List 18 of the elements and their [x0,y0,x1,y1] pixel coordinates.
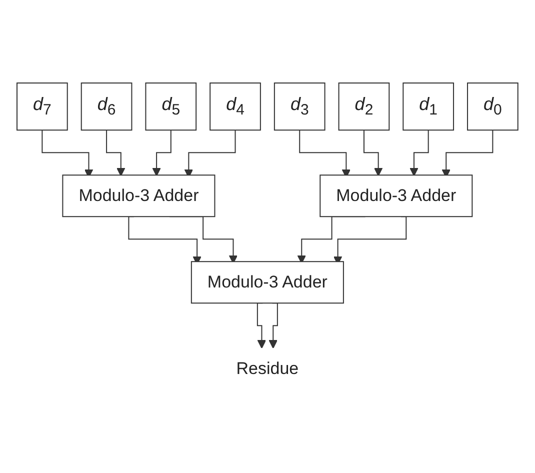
node-box: d$_{5}$ [145,82,197,131]
node-box: d$_{0}$ [467,82,518,131]
node-box: Modulo-3 Adder [190,261,344,304]
arrow [268,302,278,349]
node-box: Modulo-3 Adder [320,174,473,218]
arrow [106,130,126,176]
arrow [152,130,172,176]
node-box: d$_{7}$ [16,82,68,131]
node-box: d$_{3}$ [274,82,326,131]
arrow [410,130,429,176]
node-box: d$_{2}$ [338,82,390,131]
node-box: Modulo-3 Adder [62,174,216,218]
node-box: d$_{4}$ [210,82,261,131]
node-box: d$_{1}$ [402,82,454,131]
arrow [257,302,266,349]
node-text: Residue [236,359,299,378]
arrow [364,130,383,176]
node-box: d$_{6}$ [80,82,132,131]
